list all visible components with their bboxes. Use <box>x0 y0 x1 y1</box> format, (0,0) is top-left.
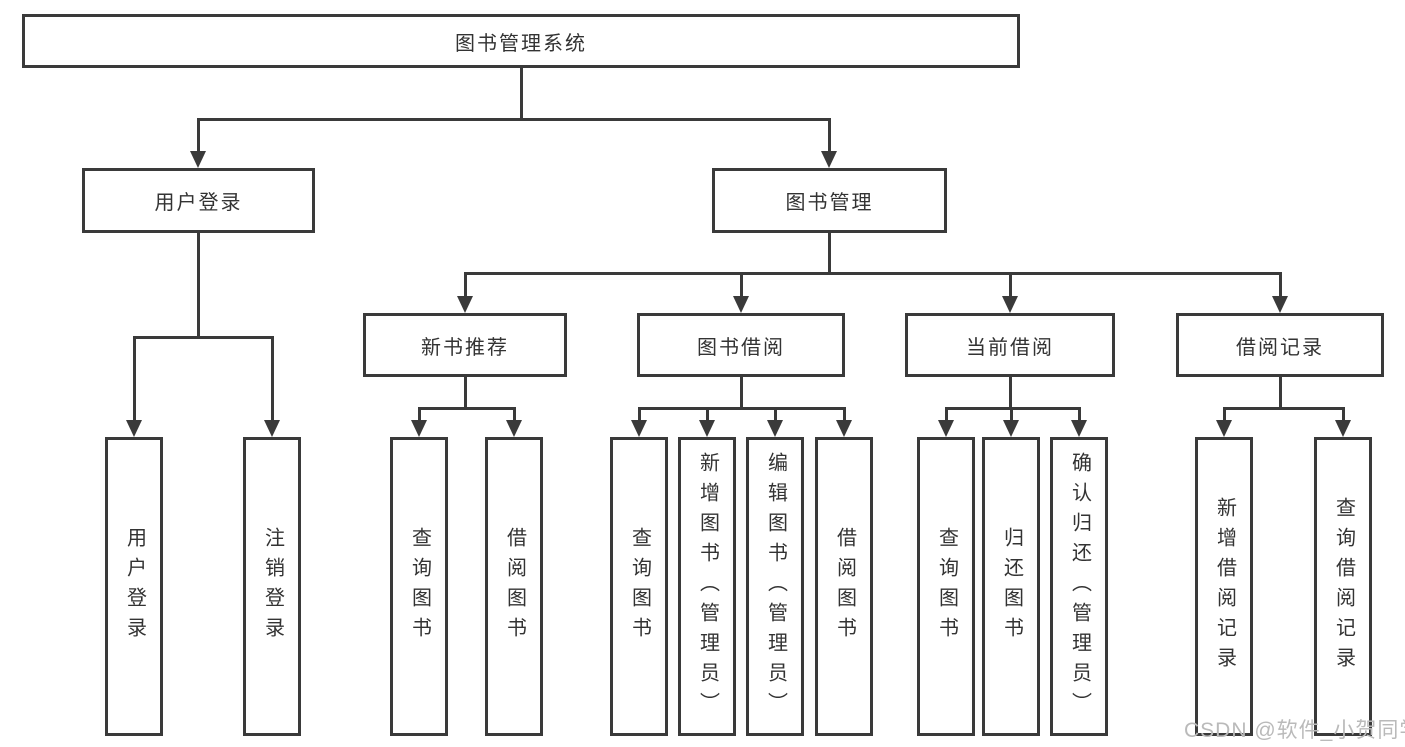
leaf-query-books-current: 查询图书 <box>917 437 975 736</box>
node-book-management: 图书管理 <box>712 168 947 233</box>
node-borrowing-records: 借阅记录 <box>1176 313 1384 377</box>
arrow-down-icon <box>264 420 280 437</box>
connector-root-branch <box>197 118 830 121</box>
connector-drop-user-login <box>197 118 200 153</box>
connector-root-stem <box>520 68 523 119</box>
connector-drop-borrow-records <box>1279 272 1282 298</box>
connector-drop <box>1223 407 1226 422</box>
arrow-down-icon <box>1002 296 1018 313</box>
arrow-down-icon <box>836 420 852 437</box>
leaf-add-books-admin: 新增图书（管理员） <box>678 437 736 736</box>
connector-book-management-stem <box>828 233 831 274</box>
leaf-query-books-borrow: 查询图书 <box>610 437 668 736</box>
arrow-down-icon <box>1216 420 1232 437</box>
connector-drop-leaf-logout <box>271 336 274 422</box>
connector-current-borrow-stem <box>1009 377 1012 408</box>
connector-drop-new-book <box>464 272 467 298</box>
arrow-down-icon <box>699 420 715 437</box>
leaf-query-books-recommend: 查询图书 <box>390 437 448 736</box>
node-book-borrowing: 图书借阅 <box>637 313 845 377</box>
csdn-watermark: CSDN @软件_小贺同学 <box>1184 719 1405 742</box>
connector-drop <box>1342 407 1345 422</box>
connector-drop-book-management <box>828 118 831 153</box>
arrow-down-icon <box>457 296 473 313</box>
arrow-down-icon <box>938 420 954 437</box>
arrow-down-icon <box>506 420 522 437</box>
connector-book-management-branch <box>464 272 1282 275</box>
connector-drop <box>843 407 846 422</box>
arrow-down-icon <box>1071 420 1087 437</box>
leaf-user-login: 用户登录 <box>105 437 163 736</box>
connector-drop <box>513 407 516 422</box>
arrow-down-icon <box>1335 420 1351 437</box>
arrow-down-icon <box>190 151 206 168</box>
arrow-down-icon <box>1272 296 1288 313</box>
arrow-down-icon <box>767 420 783 437</box>
leaf-confirm-return-admin: 确认归还（管理员） <box>1050 437 1108 736</box>
node-new-book-recommendation: 新书推荐 <box>363 313 567 377</box>
arrow-down-icon <box>411 420 427 437</box>
connector-borrow-records-stem <box>1279 377 1282 408</box>
node-current-borrowing: 当前借阅 <box>905 313 1115 377</box>
leaf-add-borrow-record: 新增借阅记录 <box>1195 437 1253 736</box>
connector-book-borrow-stem <box>740 377 743 408</box>
connector-user-login-branch <box>133 336 274 339</box>
connector-drop <box>638 407 641 422</box>
connector-drop-leaf-user-login <box>133 336 136 422</box>
leaf-borrow-books-recommend: 借阅图书 <box>485 437 543 736</box>
node-library-management-system: 图书管理系统 <box>22 14 1020 68</box>
leaf-return-books: 归还图书 <box>982 437 1040 736</box>
connector-drop <box>706 407 709 422</box>
connector-drop <box>1078 407 1081 422</box>
connector-new-book-branch <box>418 407 516 410</box>
leaf-query-borrow-record: 查询借阅记录 <box>1314 437 1372 736</box>
leaf-edit-books-admin: 编辑图书（管理员） <box>746 437 804 736</box>
connector-drop <box>945 407 948 422</box>
arrow-down-icon <box>1003 420 1019 437</box>
connector-current-borrow-branch <box>945 407 1081 410</box>
arrow-down-icon <box>821 151 837 168</box>
node-user-login: 用户登录 <box>82 168 315 233</box>
connector-book-borrow-branch <box>638 407 846 410</box>
connector-drop-current-borrow <box>1009 272 1012 298</box>
leaf-borrow-books: 借阅图书 <box>815 437 873 736</box>
connector-new-book-stem <box>464 377 467 408</box>
connector-drop <box>1010 407 1013 422</box>
arrow-down-icon <box>631 420 647 437</box>
connector-user-login-stem <box>197 233 200 337</box>
arrow-down-icon <box>733 296 749 313</box>
arrow-down-icon <box>126 420 142 437</box>
connector-borrow-records-branch <box>1223 407 1345 410</box>
leaf-logout: 注销登录 <box>243 437 301 736</box>
connector-drop-book-borrow <box>740 272 743 298</box>
connector-drop <box>418 407 421 422</box>
connector-drop <box>774 407 777 422</box>
